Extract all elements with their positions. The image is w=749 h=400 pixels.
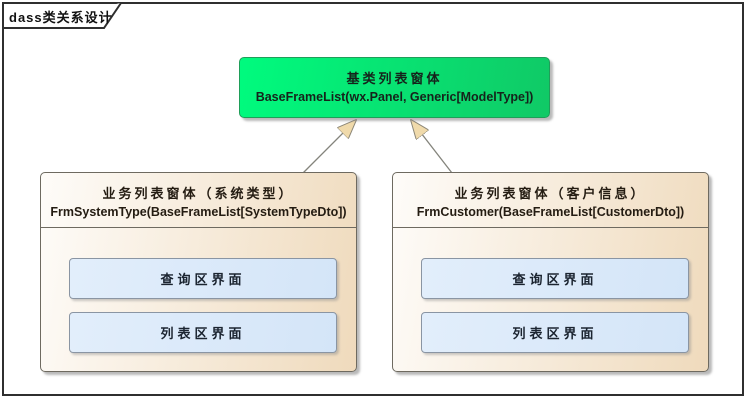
frame-tab-shape xyxy=(2,2,122,29)
class-signature: FrmSystemType(BaseFrameList[SystemTypeDt… xyxy=(50,205,347,219)
section-label: 列表区界面 xyxy=(160,326,246,341)
inheritance-arrow-right[interactable] xyxy=(411,120,453,174)
class-header: 业务列表窗体（系统类型） FrmSystemType(BaseFrameList… xyxy=(41,173,356,228)
section-list-area[interactable]: 列表区界面 xyxy=(69,312,337,353)
section-query-area[interactable]: 查询区界面 xyxy=(421,258,689,299)
frame-title: dass类关系设计 xyxy=(9,10,113,25)
class-node-base[interactable]: 基类列表窗体 BaseFrameList(wx.Panel, Generic[M… xyxy=(239,57,550,118)
class-title: 基类列表窗体 xyxy=(346,71,443,86)
class-header: 业务列表窗体（客户信息） FrmCustomer(BaseFrameList[C… xyxy=(393,173,708,228)
class-title: 业务列表窗体（系统类型） xyxy=(102,186,295,201)
section-label: 查询区界面 xyxy=(512,272,598,287)
section-label: 列表区界面 xyxy=(512,326,598,341)
inheritance-arrow-left[interactable] xyxy=(302,120,356,174)
class-node-systemtype[interactable]: 业务列表窗体（系统类型） FrmSystemType(BaseFrameList… xyxy=(40,172,357,372)
section-query-area[interactable]: 查询区界面 xyxy=(69,258,337,299)
frame-title-tab xyxy=(2,2,122,29)
class-signature: FrmCustomer(BaseFrameList[CustomerDto]) xyxy=(416,205,685,219)
class-node-customer[interactable]: 业务列表窗体（客户信息） FrmCustomer(BaseFrameList[C… xyxy=(392,172,709,372)
class-title: 业务列表窗体（客户信息） xyxy=(454,186,647,201)
class-signature: BaseFrameList(wx.Panel, Generic[ModelTyp… xyxy=(255,90,534,104)
section-label: 查询区界面 xyxy=(160,272,246,287)
section-list-area[interactable]: 列表区界面 xyxy=(421,312,689,353)
